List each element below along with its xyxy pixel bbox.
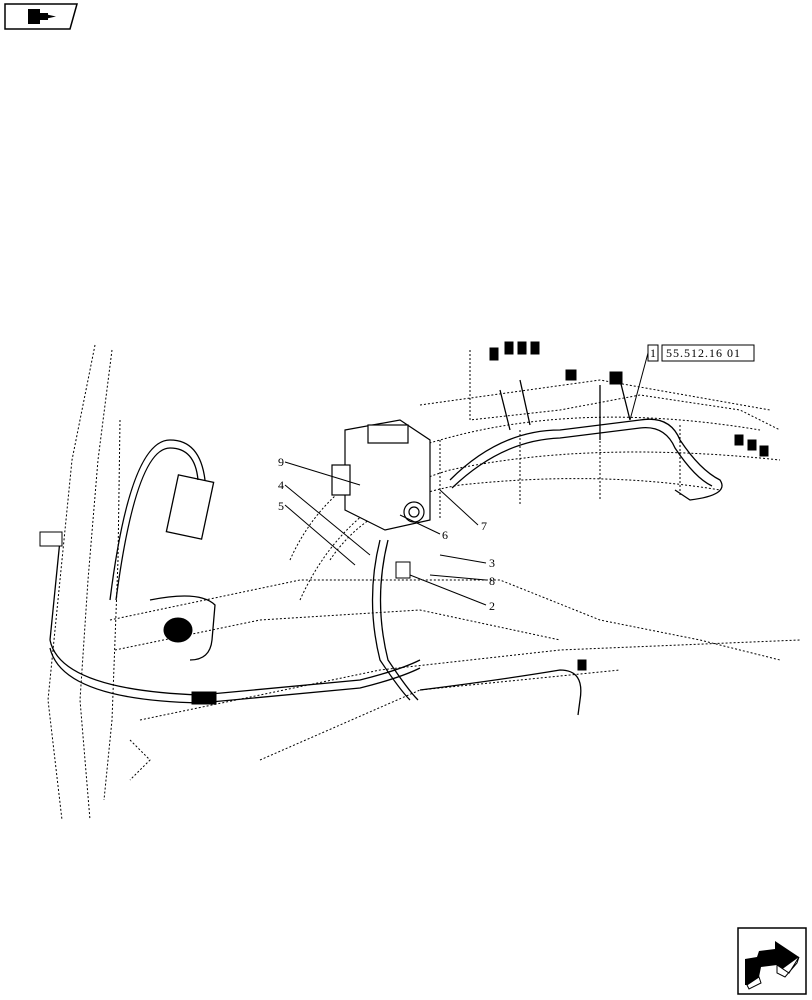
callout-label-5: 5 <box>278 499 284 513</box>
callout-label-4: 4 <box>278 478 284 492</box>
book-arrow-icon[interactable] <box>4 3 78 30</box>
connectors <box>39 341 769 705</box>
reference-box-index: 1 <box>650 346 657 360</box>
next-page-arrow-icon[interactable] <box>737 927 807 995</box>
reference-box-code: 55.512.16 01 <box>666 346 741 360</box>
callout-label-8: 8 <box>489 574 495 588</box>
callout-label-7: 7 <box>481 519 487 533</box>
callout-label-9: 9 <box>278 455 284 469</box>
callout-label-6: 6 <box>442 528 448 542</box>
callout-labels: 9 4 5 6 7 3 8 2 <box>278 455 495 613</box>
reference-box: 1 55.512.16 01 <box>629 344 755 421</box>
control-box <box>331 419 431 531</box>
callout-label-3: 3 <box>489 556 495 570</box>
cab-structure-outline <box>47 344 801 821</box>
wiring-harness <box>49 379 723 716</box>
callout-leaders <box>284 461 487 606</box>
callout-label-2: 2 <box>489 599 495 613</box>
